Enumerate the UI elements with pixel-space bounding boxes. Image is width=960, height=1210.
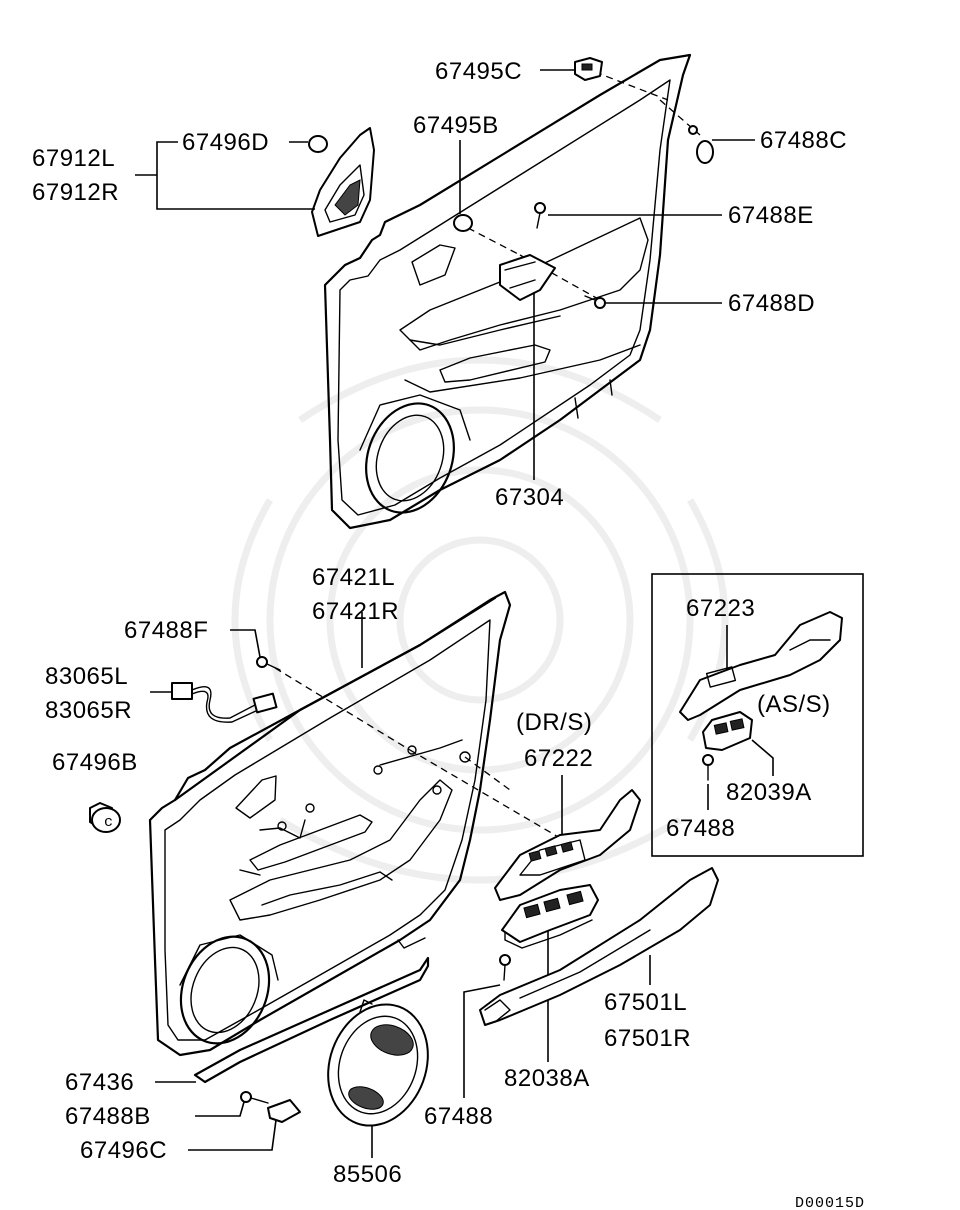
- svg-text:c: c: [104, 814, 114, 831]
- label-83065L: 83065L: [45, 663, 128, 690]
- label-67501L: 67501L: [604, 989, 687, 1016]
- wire-harness-83065-icon: [171, 682, 278, 723]
- label-83065R: 83065R: [45, 697, 132, 724]
- label-67304: 67304: [495, 484, 564, 511]
- label-67488F: 67488F: [124, 617, 208, 644]
- label-67912L: 67912L: [32, 145, 115, 172]
- label-67495C: 67495C: [435, 58, 522, 85]
- armrest-cover-67501-icon: [479, 867, 719, 1026]
- speaker-grille-85506-icon: [327, 999, 429, 1127]
- window-switch-82038A-icon: [501, 884, 599, 949]
- mirror-cover-67912-icon: [308, 127, 375, 237]
- switch-panel-67223-icon: [679, 611, 843, 721]
- clip-67496B-icon: c: [89, 802, 121, 833]
- screw-67488D-icon: [584, 295, 606, 309]
- screw-67488C-icon: [688, 125, 714, 164]
- weatherstrip-67421: [173, 596, 497, 802]
- label-82038A: 82038A: [504, 1065, 590, 1092]
- label-67223: 67223: [686, 595, 755, 622]
- window-switch-82039A-icon: [702, 711, 753, 751]
- label-67495B: 67495B: [413, 112, 499, 139]
- label-dr-s: (DR/S): [516, 709, 592, 736]
- label-67488-lower: 67488: [424, 1103, 493, 1130]
- label-67436: 67436: [65, 1069, 134, 1096]
- strip-67436: [193, 956, 430, 1084]
- screw-67488-inset-icon: [702, 754, 714, 781]
- label-67496D: 67496D: [182, 129, 269, 156]
- label-67496B: 67496B: [52, 749, 138, 776]
- screw-67488F-icon: [256, 656, 281, 671]
- label-67501R: 67501R: [604, 1025, 691, 1052]
- label-85506: 85506: [333, 1161, 402, 1188]
- label-82039A: 82039A: [726, 779, 812, 806]
- clip-67495C-icon: [574, 57, 603, 81]
- label-67488-inset: 67488: [666, 815, 735, 842]
- label-67496C: 67496C: [80, 1137, 167, 1164]
- label-67488C: 67488C: [760, 127, 847, 154]
- label-67222: 67222: [524, 745, 593, 772]
- label-67912R: 67912R: [32, 179, 119, 206]
- label-67488B: 67488B: [65, 1103, 151, 1130]
- label-67421R: 67421R: [312, 598, 399, 625]
- label-67488E: 67488E: [728, 202, 814, 229]
- screw-67488E-icon: [534, 202, 546, 229]
- lower-door-trim: [148, 590, 512, 1057]
- label-as-s: (AS/S): [757, 691, 831, 718]
- clip-67496C-icon: [267, 1099, 301, 1123]
- label-67421L: 67421L: [312, 564, 395, 591]
- diagram-id: D00015D: [795, 1195, 865, 1210]
- screw-67488B-icon: [240, 1091, 269, 1104]
- clip-67495B-icon: [453, 214, 473, 232]
- label-67488D: 67488D: [728, 290, 815, 317]
- bracket-67304-icon: [499, 254, 556, 301]
- inset-box: [651, 573, 864, 857]
- screw-67488-lower-icon: [499, 954, 511, 981]
- switch-panel-67222-icon: [494, 789, 641, 901]
